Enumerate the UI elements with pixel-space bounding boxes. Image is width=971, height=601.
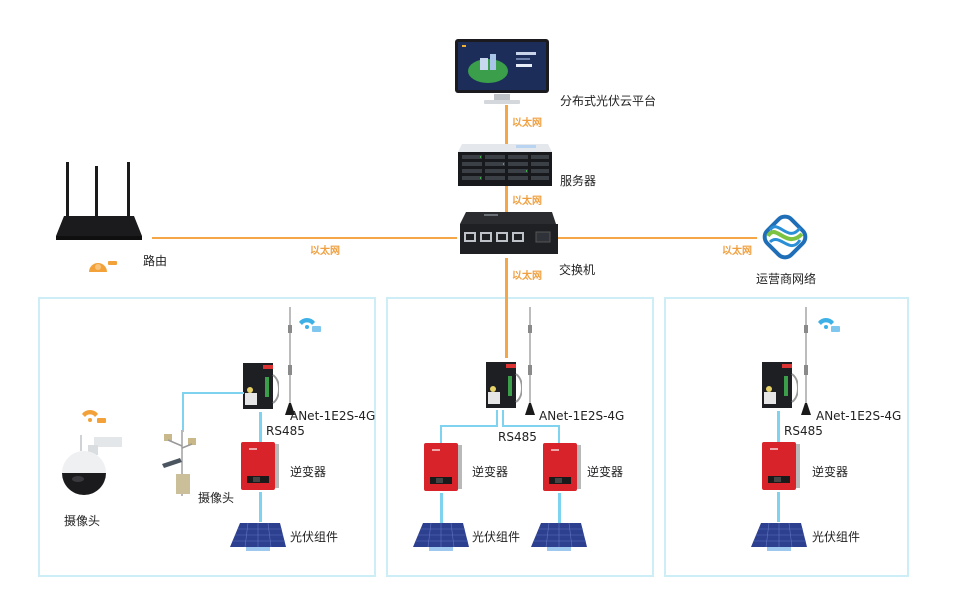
eth-line-server-switch [505, 186, 508, 214]
site1-4g-wifi-icon [298, 316, 322, 332]
site3-rs485-label: RS485 [784, 424, 823, 438]
site2-panel-line-2 [558, 493, 561, 523]
site2-rs485-line-left-v [496, 410, 498, 426]
site2-solar-panel-2-icon [531, 523, 587, 553]
cloud-platform-monitor-icon [454, 38, 550, 106]
cloud-platform-label: 分布式光伏云平台 [560, 94, 657, 108]
site1-rs485-label: RS485 [266, 424, 305, 438]
site2-solar-panel-1-icon [413, 523, 469, 553]
site2-inverter-1-label: 逆变器 [472, 465, 509, 479]
site1-weather-station-label: 摄像头 [198, 491, 235, 505]
site2-rs485-line-right-drop [558, 425, 560, 443]
site3-inverter-label: 逆变器 [812, 465, 849, 479]
site1-gateway-label: ANet-1E2S-4G [290, 409, 376, 423]
site1-panel-label: 光伏组件 [290, 530, 339, 544]
site1-inverter-panel-line [259, 492, 262, 522]
site2-gateway-label: ANet-1E2S-4G [539, 409, 625, 423]
site1-rs485-line [259, 412, 262, 442]
site1-inverter-label: 逆变器 [290, 465, 327, 479]
switch-label: 交换机 [559, 263, 596, 277]
site2-rs485-line-left-h [440, 425, 498, 427]
eth-line-platform-server [505, 105, 508, 147]
site1-weather-station-icon [160, 428, 204, 498]
eth-label-platform-server: 以太网 [512, 118, 542, 129]
switch-icon [456, 212, 560, 258]
site2-panel-line-1 [440, 493, 443, 523]
site2-rs485-line-right-h [502, 425, 560, 427]
site3-inverter-panel-line [777, 492, 780, 522]
site3-panel-label: 光伏组件 [812, 530, 861, 544]
eth-label-switch-site2: 以太网 [512, 271, 542, 282]
site2-inverter-1-icon [424, 443, 464, 493]
server-label: 服务器 [560, 174, 597, 188]
eth-label-router-switch: 以太网 [310, 246, 340, 257]
site2-gateway-device-icon [486, 362, 522, 410]
site1-camera-icon [60, 433, 126, 499]
site-box-3 [664, 297, 909, 577]
site1-gateway-device-icon [243, 363, 279, 411]
router-label: 路由 [143, 254, 168, 268]
server-icon [456, 144, 552, 188]
site1-camera-label: 摄像头 [64, 514, 101, 528]
eth-label-server-switch: 以太网 [512, 196, 542, 207]
eth-line-router-switch [152, 237, 457, 239]
router-icon [54, 162, 144, 246]
site3-4g-wifi-icon [817, 316, 841, 332]
site2-rs485-line-right-v [502, 410, 504, 426]
site3-inverter-icon [762, 442, 802, 492]
site1-antenna-icon [283, 307, 299, 417]
site3-gateway-device-icon [762, 362, 798, 410]
eth-label-switch-carrier: 以太网 [722, 246, 752, 257]
site3-rs485-line [777, 411, 780, 442]
site2-antenna-icon [523, 307, 539, 417]
site3-antenna-icon [799, 307, 815, 417]
site1-rs485-weather-line-v [182, 392, 184, 432]
carrier-network-label: 运营商网络 [756, 272, 817, 286]
site2-rs485-label: RS485 [498, 430, 537, 444]
site1-rs485-weather-line-h [182, 392, 244, 394]
carrier-network-logo-icon [760, 210, 810, 264]
eth-line-switch-site2 [505, 258, 508, 358]
site1-solar-panel-icon [230, 523, 286, 553]
site2-rs485-line-left-drop [440, 425, 442, 443]
site2-inverter-2-icon [543, 443, 583, 493]
site2-inverter-2-label: 逆变器 [587, 465, 624, 479]
site1-camera-wifi-icon [81, 408, 107, 424]
site3-gateway-label: ANet-1E2S-4G [816, 409, 902, 423]
site2-panel-label: 光伏组件 [472, 530, 521, 544]
site1-inverter-icon [241, 442, 281, 492]
eth-line-switch-carrier [557, 237, 757, 239]
site3-solar-panel-icon [751, 523, 807, 553]
router-wifi-icon [88, 258, 118, 274]
